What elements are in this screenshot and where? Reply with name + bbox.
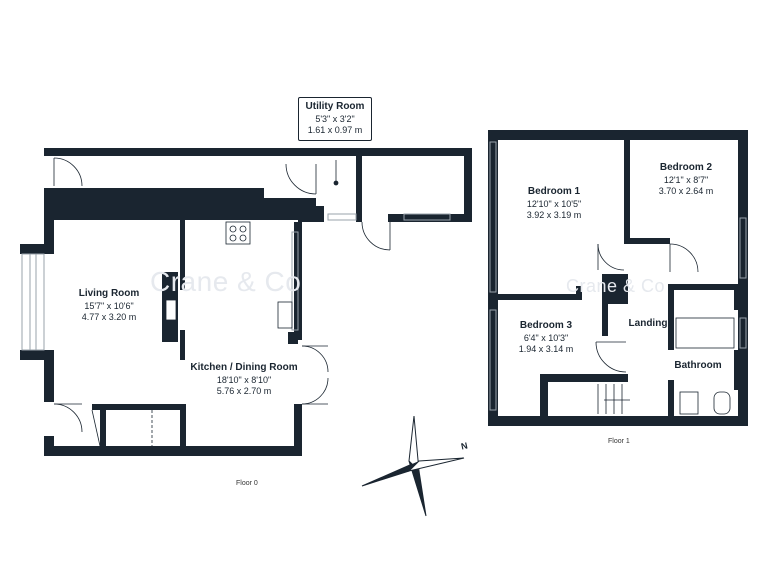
floor-0-doors (53, 157, 391, 433)
floor-label-ground: Floor 0 (236, 480, 258, 487)
sink-icon (277, 301, 293, 329)
living-room-metric: 4.77 x 3.20 m (81, 311, 137, 322)
floor-1-windows (489, 141, 747, 411)
bath-icon (675, 317, 735, 349)
room-label-bedroom2: Bedroom 2 12'1" x 8'7" 3.70 x 2.64 m (644, 162, 728, 197)
room-label-landing: Landing (626, 318, 670, 331)
landing-name: Landing (628, 318, 668, 329)
utility-room-label-box (298, 97, 372, 141)
floor-1-fixtures (597, 317, 735, 415)
bedroom3-name: Bedroom 3 (519, 320, 573, 331)
bedroom1-imperial: 12'10" x 10'5" (526, 198, 582, 209)
fireplace-icon (165, 299, 177, 321)
utility-room-imperial: 5'3" x 3'2" (315, 113, 355, 124)
toilet-icon (713, 391, 731, 415)
bedroom3-imperial: 6'4" x 10'3" (523, 332, 569, 343)
utility-room-metric: 1.61 x 0.97 m (307, 124, 363, 135)
room-label-bedroom1: Bedroom 1 12'10" x 10'5" 3.92 x 3.19 m (512, 186, 596, 221)
bedroom2-imperial: 12'1" x 8'7" (663, 174, 709, 185)
watermark-ground: Crane & Co (150, 266, 302, 297)
living-room-name: Living Room (78, 288, 140, 299)
living-room-imperial: 15'7" x 10'6" (84, 300, 134, 311)
basin-icon (679, 391, 699, 415)
room-label-bathroom: Bathroom (670, 360, 726, 373)
bedroom3-metric: 1.94 x 3.14 m (518, 343, 574, 354)
hob-icon (225, 221, 251, 245)
bathroom-name: Bathroom (674, 360, 722, 371)
floor-1-doors (595, 243, 699, 373)
watermark-first: Crane & Co (566, 276, 666, 296)
floor-label-first: Floor 1 (608, 438, 630, 445)
kitchen-imperial: 18'10" x 8'10" (216, 374, 272, 385)
floor-0-fixtures (91, 160, 339, 447)
room-label-bedroom3: Bedroom 3 6'4" x 10'3" 1.94 x 3.14 m (506, 320, 586, 355)
bedroom2-metric: 3.70 x 2.64 m (658, 185, 714, 196)
kitchen-name: Kitchen / Dining Room (190, 362, 298, 373)
floor-0-windows (21, 213, 451, 351)
bedroom1-name: Bedroom 1 (527, 186, 581, 197)
bedroom2-name: Bedroom 2 (659, 162, 713, 173)
bedroom1-metric: 3.92 x 3.19 m (526, 209, 582, 220)
room-label-living: Living Room 15'7" x 10'6" 4.77 x 3.20 m (64, 288, 154, 323)
room-label-utility: Utility Room 5'3" x 3'2" 1.61 x 0.97 m (298, 101, 372, 136)
stairs-icon (597, 384, 630, 414)
kitchen-metric: 5.76 x 2.70 m (216, 385, 272, 396)
compass-rose-icon (361, 415, 465, 517)
room-label-kitchen: Kitchen / Dining Room 18'10" x 8'10" 5.7… (186, 362, 302, 397)
utility-room-name: Utility Room (305, 101, 365, 112)
